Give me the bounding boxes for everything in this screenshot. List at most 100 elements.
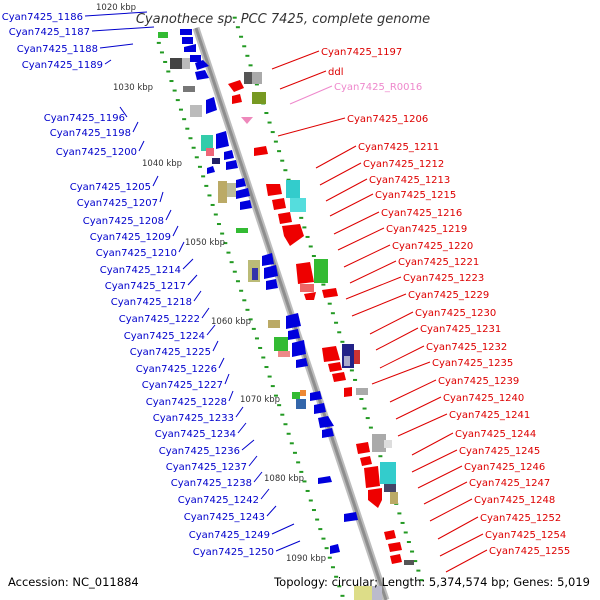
gene-label-right[interactable]: Cyan7425_1240 <box>443 393 524 404</box>
gene-label-right[interactable]: Cyan7425_1231 <box>420 324 501 335</box>
gene-label-right[interactable]: Cyan7425_1232 <box>426 342 507 353</box>
rna-feature[interactable] <box>241 117 253 124</box>
gene-label-right[interactable]: Cyan7425_1245 <box>459 446 540 457</box>
feature-block[interactable] <box>212 158 220 164</box>
gene-arrow[interactable] <box>278 212 292 224</box>
gene-arrow[interactable] <box>282 224 304 246</box>
gene-label-left[interactable]: Cyan7425_1242 <box>178 495 259 506</box>
gene-label-left[interactable]: Cyan7425_1207 <box>77 198 158 209</box>
gene-label-right[interactable]: Cyan7425_1229 <box>408 290 489 301</box>
gene-label-left[interactable]: Cyan7425_1238 <box>171 478 252 489</box>
gene-arrow[interactable] <box>318 416 334 428</box>
feature-block[interactable] <box>384 484 396 492</box>
gene-label-right[interactable]: Cyan7425_1254 <box>485 530 566 541</box>
gene-label-left[interactable]: Cyan7425_1228 <box>146 397 227 408</box>
gene-arrow[interactable] <box>330 544 340 554</box>
gene-label-right[interactable]: Cyan7425_1255 <box>489 546 570 557</box>
feature-block[interactable] <box>384 440 392 448</box>
feature-block[interactable] <box>244 72 252 84</box>
gene-arrow[interactable] <box>264 265 278 279</box>
feature-block[interactable] <box>404 560 414 565</box>
gene-arrow[interactable] <box>328 362 342 372</box>
gene-label-left[interactable]: Cyan7425_1233 <box>153 413 234 424</box>
feature-block[interactable] <box>380 462 396 484</box>
gene-arrow[interactable] <box>228 80 244 92</box>
gene-label-left[interactable]: Cyan7425_1210 <box>96 248 177 259</box>
gene-label-left[interactable]: Cyan7425_1214 <box>100 265 181 276</box>
gene-arrow[interactable] <box>388 542 402 552</box>
feature-block[interactable] <box>300 284 314 292</box>
gene-arrow[interactable] <box>384 530 396 540</box>
feature-block[interactable] <box>300 390 306 396</box>
gene-arrow[interactable] <box>296 262 314 284</box>
gene-arrow[interactable] <box>180 29 192 35</box>
gene-label-left[interactable]: Cyan7425_1236 <box>159 446 240 457</box>
gene-label-left[interactable]: Cyan7425_1249 <box>189 530 270 541</box>
gene-label-right[interactable]: Cyan7425_1244 <box>455 429 536 440</box>
gene-label-left[interactable]: Cyan7425_1188 <box>17 44 98 55</box>
gene-arrow[interactable] <box>216 131 229 149</box>
gene-arrow[interactable] <box>236 178 246 188</box>
gene-arrow[interactable] <box>368 488 382 508</box>
gene-arrow[interactable] <box>310 391 322 401</box>
gene-label-left[interactable]: Cyan7425_1234 <box>155 429 236 440</box>
gene-label-right[interactable]: Cyan7425_1216 <box>381 208 462 219</box>
feature-block[interactable] <box>390 492 398 504</box>
gene-label-right[interactable]: Cyan7425_1219 <box>386 224 467 235</box>
feature-block[interactable] <box>286 180 300 198</box>
gene-label-right[interactable]: Cyan7425_1230 <box>415 308 496 319</box>
gene-label-right[interactable]: Cyan7425_1211 <box>358 142 439 153</box>
gene-arrow[interactable] <box>254 146 268 156</box>
gene-arrow[interactable] <box>232 94 242 104</box>
gene-arrow[interactable] <box>364 466 380 488</box>
gene-arrow[interactable] <box>322 346 340 362</box>
feature-block[interactable] <box>252 268 258 280</box>
gene-label-left[interactable]: Cyan7425_1200 <box>56 147 137 158</box>
gene-label-right[interactable]: Cyan7425_1248 <box>474 495 555 506</box>
feature-block[interactable] <box>206 148 214 156</box>
gene-arrow[interactable] <box>266 279 278 290</box>
gene-label-left[interactable]: Cyan7425_1189 <box>22 60 103 71</box>
gene-label-right[interactable]: ddl <box>328 67 343 78</box>
gene-label-right[interactable]: Cyan7425_1252 <box>480 513 561 524</box>
gene-label-right[interactable]: Cyan7425_1197 <box>321 47 402 58</box>
gene-label-right[interactable]: Cyan7425_1235 <box>432 358 513 369</box>
feature-block[interactable] <box>201 135 213 151</box>
gene-arrow[interactable] <box>356 442 370 454</box>
gene-label-left[interactable]: Cyan7425_1227 <box>142 380 223 391</box>
gene-arrow[interactable] <box>266 184 282 196</box>
gene-label-right[interactable]: Cyan7425_1221 <box>398 257 479 268</box>
gene-arrow[interactable] <box>288 329 300 340</box>
gene-label-right[interactable]: Cyan7425_1220 <box>392 241 473 252</box>
gene-arrow[interactable] <box>272 198 286 210</box>
feature-block[interactable] <box>314 259 328 283</box>
gene-label-left[interactable]: Cyan7425_1198 <box>50 128 131 139</box>
feature-block[interactable] <box>292 392 300 399</box>
gene-label-right[interactable]: Cyan7425_1239 <box>438 376 519 387</box>
gene-label-left[interactable]: Cyan7425_1224 <box>124 331 205 342</box>
gene-label-left[interactable]: Cyan7425_1226 <box>136 364 217 375</box>
gene-arrow[interactable] <box>262 253 274 266</box>
gene-arrow[interactable] <box>360 456 372 466</box>
gene-arrow[interactable] <box>296 358 308 368</box>
gene-label-left[interactable]: Cyan7425_1217 <box>105 281 186 292</box>
feature-block[interactable] <box>354 350 360 364</box>
gene-label-right[interactable]: Cyan7425_1247 <box>469 478 550 489</box>
gene-label-left[interactable]: Cyan7425_1208 <box>83 216 164 227</box>
feature-block[interactable] <box>372 586 382 600</box>
feature-block[interactable] <box>354 586 372 600</box>
gene-arrow[interactable] <box>304 292 316 300</box>
gene-arrow[interactable] <box>190 55 201 62</box>
feature-block[interactable] <box>182 58 190 69</box>
feature-block[interactable] <box>372 434 386 452</box>
gene-arrow[interactable] <box>292 340 306 357</box>
gene-arrow[interactable] <box>344 387 352 397</box>
feature-block[interactable] <box>268 320 280 328</box>
rna-label-right[interactable]: Cyan7425_R0016 <box>334 82 422 93</box>
feature-block[interactable] <box>252 92 266 104</box>
gene-arrow[interactable] <box>206 97 217 114</box>
gene-arrow[interactable] <box>195 70 209 80</box>
feature-block[interactable] <box>252 72 262 84</box>
gene-arrow[interactable] <box>286 313 301 329</box>
gene-arrow[interactable] <box>195 60 209 70</box>
